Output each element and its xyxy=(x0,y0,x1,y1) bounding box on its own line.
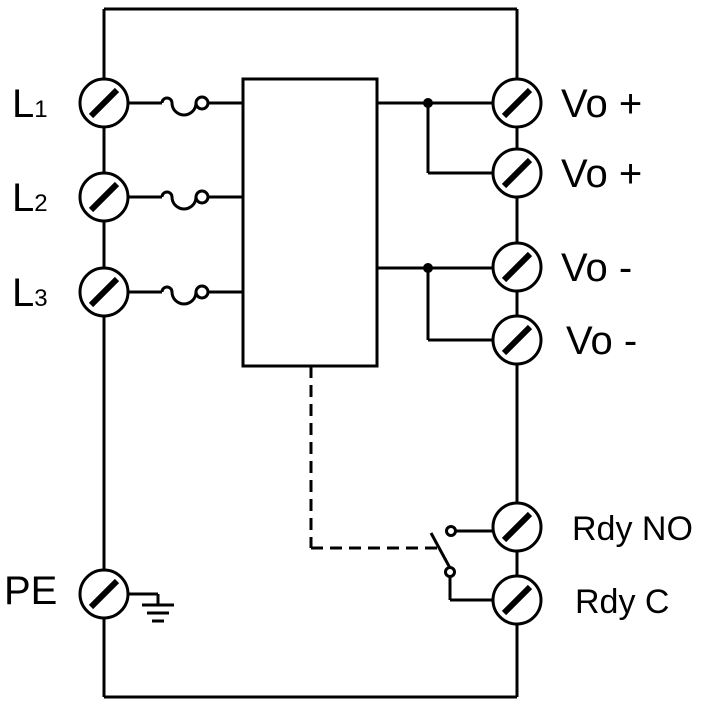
output-wiring-minus xyxy=(377,263,493,342)
label-vo-plus-2: Vo + xyxy=(561,152,642,196)
fuse-l1 xyxy=(128,95,243,117)
terminal-rdy-c xyxy=(491,574,543,626)
terminal-pe xyxy=(78,568,130,620)
terminal-vo-minus-2 xyxy=(491,314,543,366)
fuse-l3 xyxy=(128,284,243,306)
label-vo-minus-2: Vo - xyxy=(566,319,637,363)
label-pe: PE xyxy=(4,569,57,613)
label-l3-sub: 3 xyxy=(34,285,47,312)
terminal-l1 xyxy=(78,77,130,129)
label-l1-main: L xyxy=(12,82,34,126)
label-l3: L3 xyxy=(12,271,48,315)
terminal-vo-minus-1 xyxy=(491,241,543,293)
label-l1: L1 xyxy=(12,82,48,126)
label-l1-sub: 1 xyxy=(34,96,47,123)
converter-block xyxy=(241,77,379,368)
terminal-l3 xyxy=(78,266,130,318)
ground-symbol-icon xyxy=(128,592,174,623)
label-l2-main: L xyxy=(12,176,34,220)
label-l2: L2 xyxy=(12,176,48,220)
label-l2-sub: 2 xyxy=(34,190,47,217)
terminal-rdy-no xyxy=(491,501,543,553)
label-vo-plus-1: Vo + xyxy=(561,82,642,126)
label-rdy-no: Rdy NO xyxy=(572,510,693,548)
terminal-l2 xyxy=(78,171,130,223)
label-l3-main: L xyxy=(12,271,34,315)
terminal-vo-plus-1 xyxy=(491,77,543,129)
output-wiring-plus xyxy=(377,98,493,175)
label-vo-minus-1: Vo - xyxy=(561,246,632,290)
fuse-l2 xyxy=(128,189,243,211)
enclosure xyxy=(102,7,519,699)
relay-contact xyxy=(309,366,493,602)
terminal-vo-plus-2 xyxy=(491,147,543,199)
label-rdy-c: Rdy C xyxy=(575,583,669,621)
